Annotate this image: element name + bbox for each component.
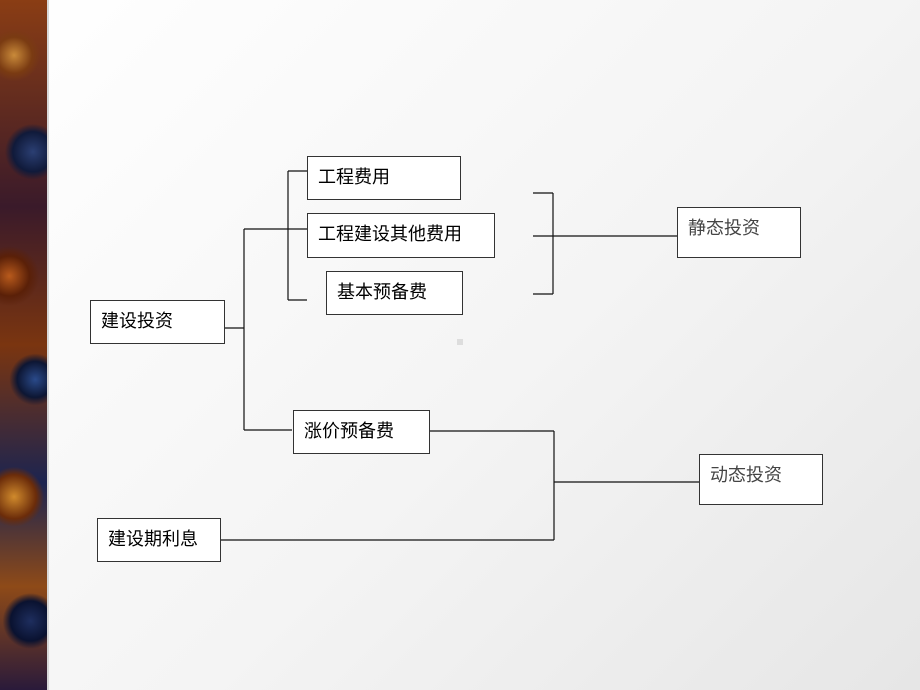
node-engineering-cost: 工程费用 — [307, 156, 461, 200]
side-band-edge — [47, 0, 49, 690]
decorative-dot — [457, 339, 463, 345]
node-basic-reserve: 基本预备费 — [326, 271, 463, 315]
decorative-side-band — [0, 0, 47, 690]
node-dynamic-investment: 动态投资 — [699, 454, 823, 505]
node-other-construction-cost: 工程建设其他费用 — [307, 213, 495, 258]
node-construction-investment: 建设投资 — [90, 300, 225, 344]
node-static-investment: 静态投资 — [677, 207, 801, 258]
node-price-reserve: 涨价预备费 — [293, 410, 430, 454]
node-construction-interest: 建设期利息 — [97, 518, 221, 562]
